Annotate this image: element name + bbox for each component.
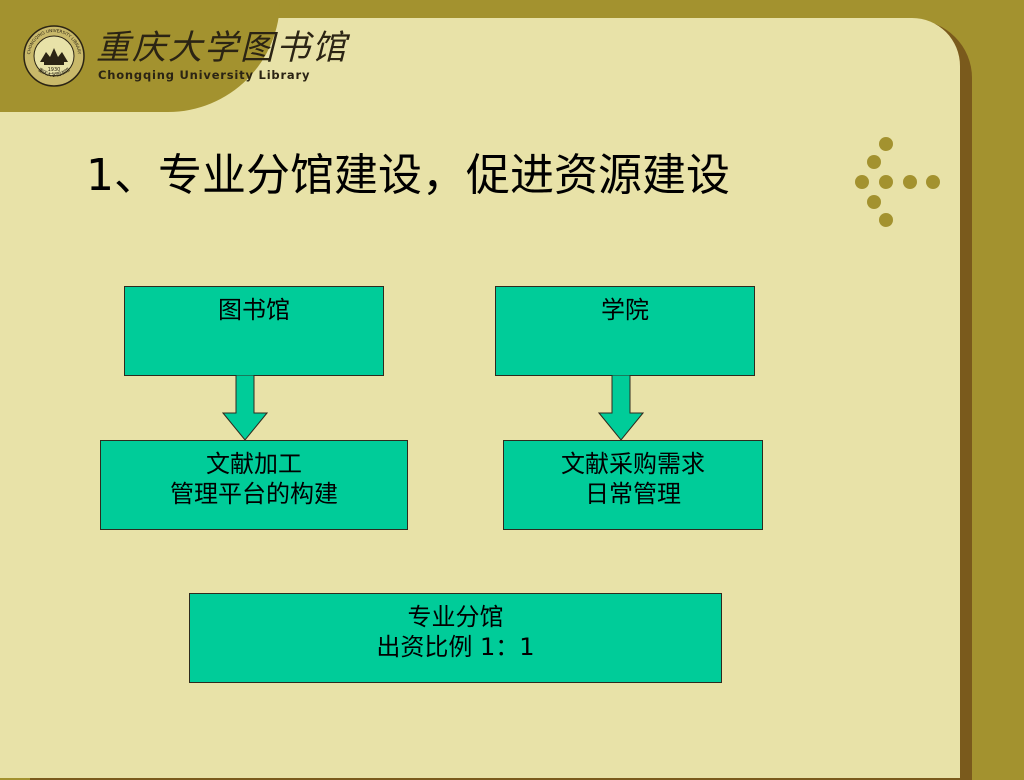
node-lib-task-line-1: 文献加工 xyxy=(206,450,302,478)
node-col-task: 文献采购需求 日常管理 xyxy=(503,440,763,530)
node-library: 图书馆 xyxy=(124,286,384,376)
node-branch: 专业分馆 出资比例 1：1 xyxy=(189,593,722,683)
node-lib-task: 文献加工 管理平台的构建 xyxy=(100,440,408,530)
logo-name-en: Chongqing University Library xyxy=(98,68,311,82)
arrow-down-icon xyxy=(222,375,268,441)
node-col-task-line-1: 文献采购需求 xyxy=(561,450,705,478)
node-branch-line-1: 专业分馆 xyxy=(407,603,504,631)
node-college-label: 学院 xyxy=(601,296,649,324)
logo-name-cn: 重庆大学图书馆 xyxy=(96,28,348,68)
dots-decoration-icon xyxy=(855,137,940,227)
university-seal-icon: 1930 CHONGQING UNIVERSITY LIBRARY 重庆大学图书… xyxy=(23,25,85,87)
node-col-task-line-2: 日常管理 xyxy=(585,480,681,508)
node-library-label: 图书馆 xyxy=(218,296,290,324)
arrow-down-icon xyxy=(598,375,644,441)
seal-year: 1930 xyxy=(48,67,61,73)
node-lib-task-line-2: 管理平台的构建 xyxy=(170,480,338,508)
node-branch-line-2: 出资比例 1：1 xyxy=(376,633,535,661)
slide-title: 1、专业分馆建设，促进资源建设 xyxy=(86,150,730,201)
node-college: 学院 xyxy=(495,286,755,376)
